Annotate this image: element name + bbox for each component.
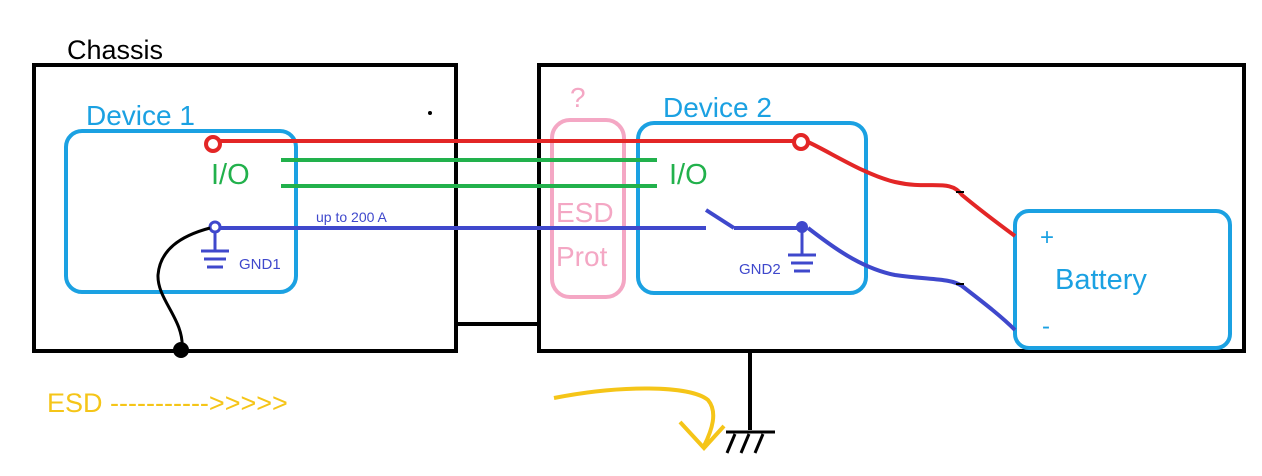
gnd2-label: GND2	[739, 261, 781, 278]
battery-label: Battery	[1055, 264, 1147, 296]
device2-label: Device 2	[663, 92, 772, 123]
device1-box	[64, 129, 298, 294]
io-label-device2: I/O	[669, 159, 708, 191]
gnd-wire-to-battery	[806, 226, 1017, 332]
chassis-box-right	[537, 63, 1246, 353]
gnd2-symbol	[788, 231, 816, 273]
gnd1-symbol	[201, 232, 229, 269]
chassis-bond-node	[173, 342, 189, 358]
power-wire-to-battery	[807, 140, 1017, 238]
io-label-device1: I/O	[211, 159, 250, 191]
chassis-box-left	[32, 63, 458, 353]
power-terminal-device2	[792, 133, 810, 151]
esd-question-mark: ?	[570, 82, 586, 113]
esd-direction-label: ESD ----------->>>>>	[47, 388, 288, 418]
esd-prot-box	[550, 118, 626, 299]
earth-ground-symbol	[725, 430, 775, 454]
battery-minus-label: -	[1042, 313, 1050, 340]
battery-box	[1013, 209, 1232, 350]
gnd-terminal-device1	[208, 220, 222, 234]
stray-dot	[428, 111, 432, 115]
device1-label: Device 1	[86, 100, 195, 131]
esd-prot-label-1: ESD	[556, 197, 614, 228]
gnd-node-device2	[796, 221, 808, 233]
esd-discharge-arrow	[553, 386, 716, 447]
device2-box	[636, 121, 868, 295]
gnd1-label: GND1	[239, 256, 281, 273]
battery-plus-label: +	[1040, 224, 1054, 251]
current-label: up to 200 A	[316, 209, 388, 225]
esd-prot-label-2: Prot	[556, 241, 608, 272]
power-terminal-device1	[204, 135, 222, 153]
chassis-bond-wire	[156, 226, 211, 351]
gnd-switch-blade	[704, 208, 736, 230]
chassis-label: Chassis	[67, 35, 163, 65]
esd-discharge-arrowhead	[678, 420, 726, 451]
